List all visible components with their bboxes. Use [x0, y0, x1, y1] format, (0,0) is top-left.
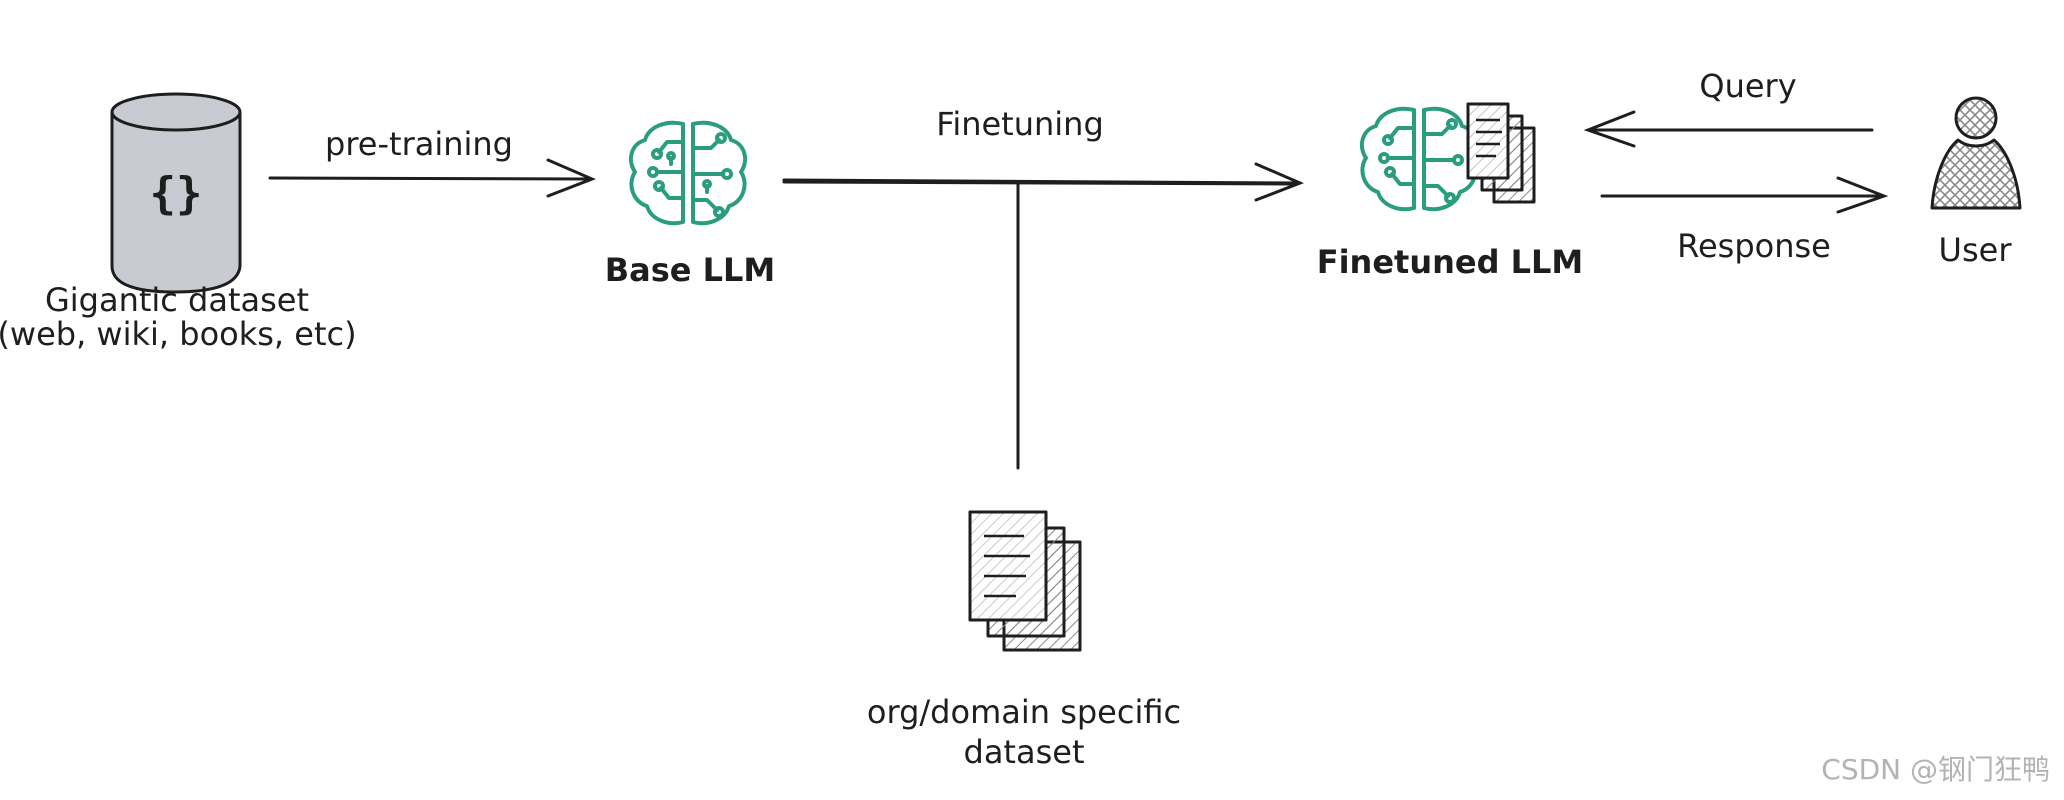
pretraining-arrow: [268, 158, 596, 198]
finetuned-llm-brain-icon: [1359, 106, 1479, 212]
database-icon: {}: [110, 92, 242, 294]
domain-docs-icon: [968, 510, 1082, 652]
response-label: Response: [1677, 227, 1831, 265]
dataset-label-line1: Gigantic dataset: [44, 281, 310, 319]
finetuned-docs-icon: [1466, 102, 1536, 204]
dataset-label-line2: (web, wiki, books, etc): [0, 315, 357, 353]
finetuning-arrow: [782, 162, 1304, 470]
watermark: CSDN @钢门狂鸭: [1821, 753, 2050, 786]
finetuning-label: Finetuning: [936, 105, 1104, 143]
query-arrow: [1583, 110, 1874, 148]
base-llm-brain-icon: [628, 120, 748, 226]
pretraining-label: pre-training: [325, 125, 513, 163]
base-llm-label: Base LLM: [604, 251, 776, 289]
domain-dataset-label-line2: dataset: [963, 733, 1085, 771]
query-label: Query: [1699, 67, 1797, 105]
user-label: User: [1938, 231, 2012, 269]
curly-braces-icon: {}: [150, 168, 203, 219]
user-icon: [1930, 96, 2022, 210]
domain-dataset-label-line1: org/domain specific: [866, 693, 1182, 731]
finetuned-llm-label: Finetuned LLM: [1316, 243, 1584, 281]
response-arrow: [1600, 176, 1889, 214]
